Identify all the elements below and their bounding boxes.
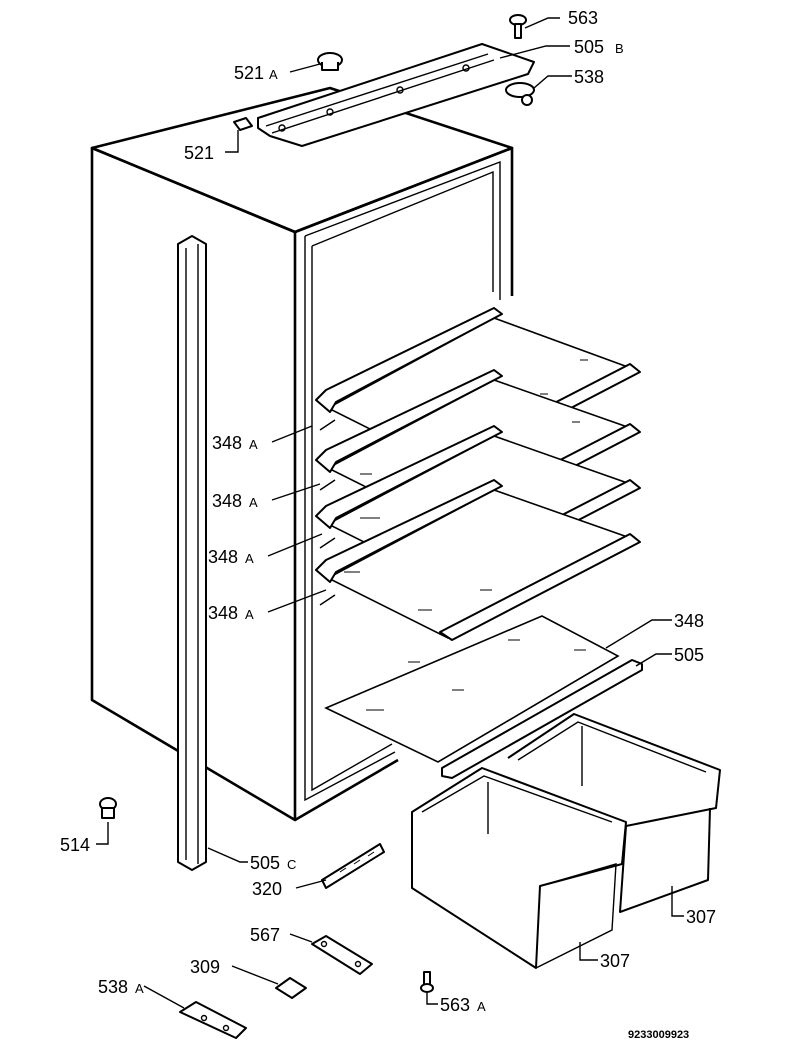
screw-563a — [420, 971, 434, 993]
label-505c: 505 — [250, 853, 280, 873]
label-307-front: 307 — [600, 951, 630, 971]
hinge-538a — [179, 1001, 247, 1039]
screw-563 — [509, 14, 527, 39]
label-521: 521 — [184, 143, 214, 163]
label-348a-2: 348 — [212, 491, 242, 511]
leader-lines — [96, 17, 684, 1009]
shelf-348a-4 — [315, 479, 641, 641]
door-strip-505c — [177, 235, 207, 871]
label-563a: 563 — [440, 995, 470, 1015]
label-348a-2-suffix: A — [249, 495, 258, 510]
foot-514 — [99, 797, 117, 819]
label-505: 505 — [674, 645, 704, 665]
label-563a-suffix: A — [477, 999, 486, 1014]
drawing-number: 9233009923 — [628, 1029, 689, 1041]
knob-521a — [317, 52, 343, 71]
label-505b-suffix: B — [615, 41, 624, 56]
label-348a-1: 348 — [212, 433, 242, 453]
bottom-glass-348 — [324, 615, 620, 763]
top-rail-505b — [257, 43, 535, 147]
label-348a-4-suffix: A — [245, 607, 254, 622]
label-538: 538 — [574, 67, 604, 87]
label-567: 567 — [250, 925, 280, 945]
part-labels: 563 505 B 521 A 538 521 348 A 348 A 348 … — [60, 8, 716, 1041]
label-521a: 521 — [234, 63, 264, 83]
label-348a-4: 348 — [208, 603, 238, 623]
knob-521 — [233, 117, 253, 131]
label-348a-3-suffix: A — [245, 551, 254, 566]
bracket-567 — [311, 935, 373, 975]
label-538a-suffix: A — [135, 981, 144, 996]
bracket-309 — [275, 977, 307, 999]
front-rail-505 — [441, 659, 643, 779]
label-348: 348 — [674, 611, 704, 631]
label-348a-1-suffix: A — [249, 437, 258, 452]
label-320: 320 — [252, 879, 282, 899]
bracket-320 — [321, 843, 385, 889]
cabinet — [90, 86, 514, 822]
label-348a-3: 348 — [208, 547, 238, 567]
hinge-538 — [505, 82, 535, 106]
drawer-307-front — [411, 767, 627, 969]
drawer-307-right — [507, 713, 721, 913]
label-505c-suffix: C — [287, 857, 296, 872]
label-521a-suffix: A — [269, 67, 278, 82]
label-505b: 505 — [574, 37, 604, 57]
label-563: 563 — [568, 8, 598, 28]
label-514: 514 — [60, 835, 90, 855]
label-307-right: 307 — [686, 907, 716, 927]
label-538a: 538 — [98, 977, 128, 997]
label-309: 309 — [190, 957, 220, 977]
